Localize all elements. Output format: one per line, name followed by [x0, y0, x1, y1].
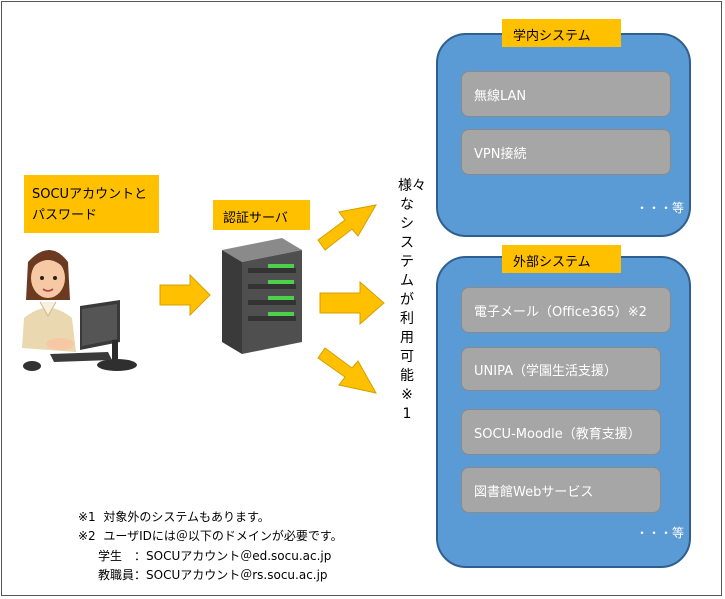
computer-icon — [23, 300, 137, 371]
internal-systems-title: 学内システム — [502, 19, 621, 47]
internal-etc: ・・・等 — [636, 201, 685, 215]
arrow-middle — [319, 280, 385, 326]
vertical-caption: 様々なシステムが利用可能※1 — [398, 178, 426, 422]
external-etc: ・・・等 — [636, 526, 685, 540]
system-item-vpn[interactable]: VPN接続 — [461, 129, 671, 175]
system-item-wireless-lan[interactable]: 無線LAN — [461, 71, 671, 117]
server-label: 認証サーバ — [213, 200, 310, 230]
note-student-domain: 学生 ：SOCUアカウント＠ed.socu.ac.jp — [98, 549, 332, 563]
server-icon — [222, 238, 302, 354]
system-item-moodle[interactable]: SOCU-Moodle（教育支援） — [461, 409, 661, 455]
external-systems-title: 外部システム — [502, 245, 621, 273]
account-label-line2: パスワード — [32, 208, 98, 223]
account-label: SOCUアカウントと パスワード — [24, 175, 159, 233]
person-icon — [22, 250, 76, 352]
arrow-upper — [317, 204, 377, 251]
arrow-lower — [317, 347, 377, 394]
account-label-line1: SOCUアカウントと — [32, 187, 148, 202]
system-item-email[interactable]: 電子メール（Office365）※2 — [461, 287, 671, 333]
note-1: ※1 対象外のシステムもあります。 — [78, 510, 270, 524]
note-2: ※2 ユーザIDには＠以下のドメインが必要です。 — [78, 529, 343, 543]
system-item-library[interactable]: 図書館Webサービス — [461, 467, 661, 513]
arrow-to-server — [159, 273, 211, 317]
note-staff-domain: 教職員：SOCUアカウント＠rs.socu.ac.jp — [98, 568, 328, 582]
system-item-unipa[interactable]: UNIPA（学園生活支援） — [461, 347, 661, 391]
